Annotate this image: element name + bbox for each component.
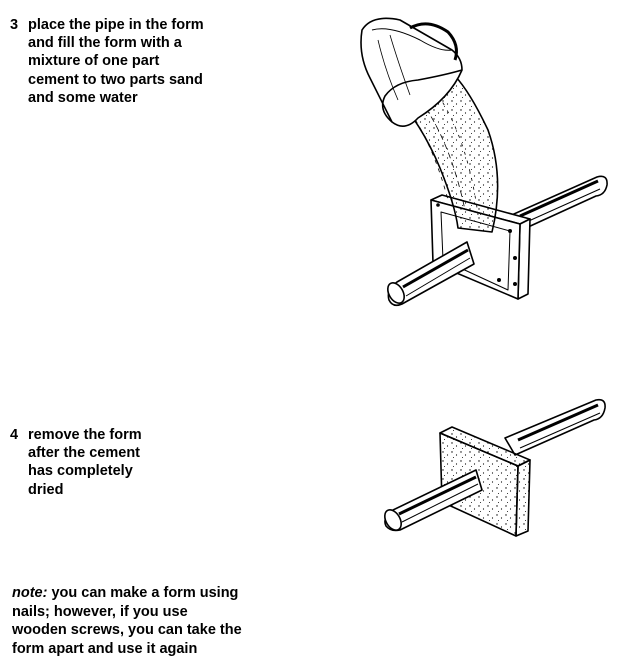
note-text: note: you can make a form using nails; h… [12,584,242,658]
note-line-3: wooden screws, you can take the [12,622,242,639]
note-line-4: form apart and use it again [12,640,198,657]
step-4-number: 4 [10,427,19,443]
note-label: note: [12,585,48,601]
step-4-line-4: dried [28,481,64,498]
step-3-number: 3 [10,17,19,33]
step-4-line-3: has completely [28,463,133,480]
note-line-1: you can make a form using [47,585,239,601]
note-line-2: nails; however, if you use [12,603,188,620]
step-3-line-3: mixture of one part [28,53,160,70]
step-3-line-1: place the pipe in the form [28,17,204,33]
bucket [360,17,463,127]
pouring-illustration [360,17,608,307]
step-3-line-5: and some water [28,89,138,106]
step-4-line-1: remove the form [28,427,142,443]
step-4-line-2: after the cement [28,445,141,462]
step-3-line-4: cement to two parts sand [28,71,203,88]
bucket-handle [409,22,458,61]
step-3-line-2: and fill the form with a [28,35,182,52]
concrete-block-illustration [384,398,606,537]
